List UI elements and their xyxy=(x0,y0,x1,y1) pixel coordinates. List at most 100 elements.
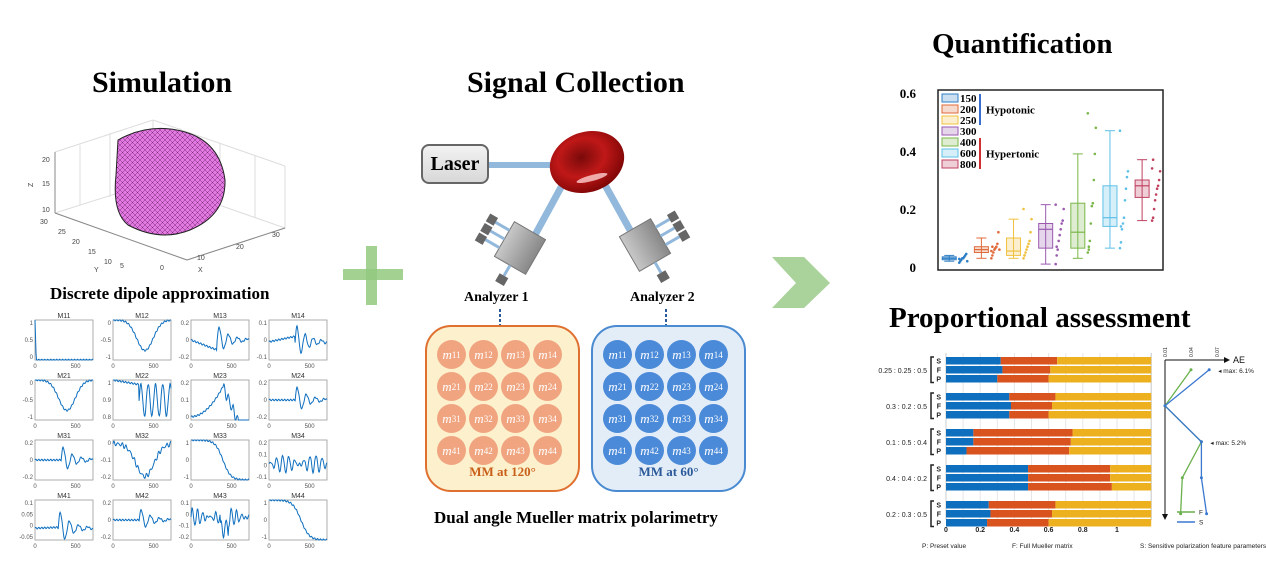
ae-tick-label: 0.07 xyxy=(1215,347,1221,357)
legend-swatch xyxy=(941,137,959,147)
box-800 xyxy=(1134,158,1162,222)
data-point xyxy=(1155,187,1159,190)
y-axis-label: Y xyxy=(94,267,99,274)
legend-label: 250 xyxy=(960,115,977,127)
ae-legend-label: S xyxy=(1199,520,1204,527)
mueller-curve xyxy=(190,325,250,353)
data-point xyxy=(1022,207,1025,211)
ae-point xyxy=(1199,440,1203,444)
bar-segment xyxy=(946,438,974,446)
ae-axis-title: AE xyxy=(1233,355,1245,365)
data-point xyxy=(1086,251,1090,254)
x-tick: 0 xyxy=(33,484,37,490)
z-axis-label: Z xyxy=(28,182,35,187)
bar-segment xyxy=(990,510,1053,518)
group-bracket xyxy=(930,356,934,384)
bar-segment xyxy=(1110,474,1152,482)
plot-title: M33 xyxy=(213,433,227,440)
bar-segment xyxy=(1055,501,1152,509)
mueller-curve xyxy=(190,507,250,540)
row-key: F xyxy=(937,440,942,447)
plot-title: M44 xyxy=(291,493,305,500)
box-iqr xyxy=(1070,202,1086,249)
data-point xyxy=(1055,254,1058,257)
data-point xyxy=(957,257,961,261)
y-tick: -1 xyxy=(106,355,112,361)
data-point xyxy=(1122,216,1126,219)
chevron-right-icon xyxy=(772,257,830,308)
y-tick: 10 xyxy=(104,259,112,266)
group-label: Hypotonic xyxy=(986,105,1035,117)
row-key: S xyxy=(936,431,941,438)
y-tick: -1 xyxy=(262,535,268,541)
legend-item: P: Preset value xyxy=(922,543,966,550)
y-tick: 0.05 xyxy=(21,512,33,518)
box-200 xyxy=(973,230,1001,260)
y-tick: 0.2 xyxy=(103,501,112,507)
y-tick: -0.2 xyxy=(101,475,112,481)
ae-point xyxy=(1207,368,1211,372)
x-tick-label: 1 xyxy=(1115,527,1119,534)
data-point xyxy=(1157,178,1161,182)
signal-caption: Dual angle Mueller matrix polarimetry xyxy=(434,508,718,527)
row-key: S xyxy=(936,467,941,474)
bar-segment xyxy=(1009,393,1056,401)
x-tick: 0 xyxy=(33,424,37,430)
mueller-curve xyxy=(112,508,172,529)
bar-segment xyxy=(946,465,1029,473)
y-tick: 0.2 xyxy=(181,381,190,387)
data-point xyxy=(1090,204,1094,208)
data-point xyxy=(991,245,994,248)
x-axis-label: X xyxy=(198,267,203,274)
box-300 xyxy=(1038,203,1065,266)
group-label: 0.25 : 0.25 : 0.5 xyxy=(878,368,927,375)
data-point xyxy=(1023,254,1026,257)
x-tick: 500 xyxy=(305,364,316,370)
simulation-title: Simulation xyxy=(92,66,233,99)
bar-segment xyxy=(1009,411,1049,419)
x-tick: 500 xyxy=(149,484,160,490)
legend-swatch xyxy=(941,93,959,103)
y-tick: -0.5 xyxy=(101,338,112,344)
bar-segment xyxy=(946,510,991,518)
data-point xyxy=(1054,203,1057,206)
y-tick: 0.8 xyxy=(103,415,112,421)
legend-label: 400 xyxy=(960,137,977,149)
data-point xyxy=(1119,225,1123,228)
row-key: F xyxy=(937,512,942,519)
row-key: P xyxy=(936,413,941,420)
data-point xyxy=(1118,129,1122,132)
data-point xyxy=(1150,167,1154,170)
ae-tick-label: 0.04 xyxy=(1189,347,1195,357)
x-tick: 500 xyxy=(227,424,238,430)
row-key: F xyxy=(937,404,942,411)
data-point xyxy=(1030,217,1033,221)
x-tick: 0 xyxy=(160,265,164,272)
bar-segment xyxy=(973,438,1071,446)
bar-segment xyxy=(1028,474,1111,482)
y-tick: 0 xyxy=(264,518,268,524)
group-bracket xyxy=(930,428,934,456)
data-point xyxy=(1153,199,1157,202)
analyzer-connector-lines xyxy=(499,309,667,325)
box-iqr xyxy=(1134,179,1150,198)
